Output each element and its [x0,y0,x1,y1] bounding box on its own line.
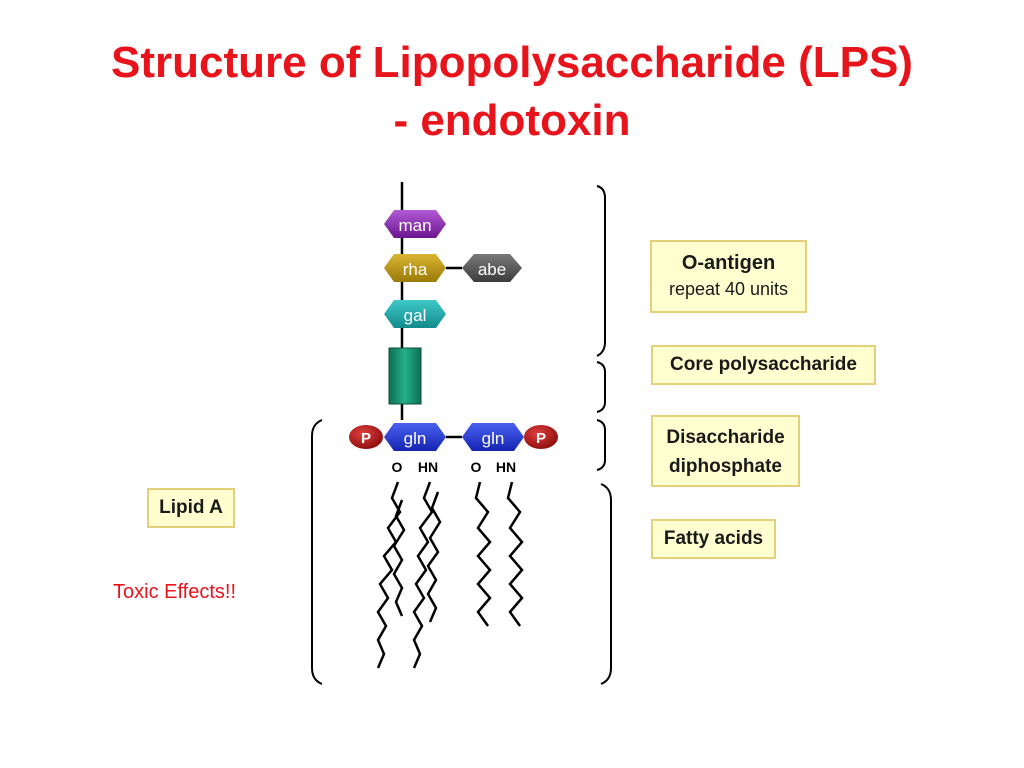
sugar-man: man [384,210,446,238]
brace-fatty-acids [600,483,612,685]
title-line-1: Structure of Lipopolysaccharide (LPS) [111,38,913,87]
label-disaccharide-diphosphate: Disaccharide diphosphate [651,415,800,487]
sugar-gal-label: gal [404,306,427,325]
label-lipid-a: Lipid A [147,488,235,528]
brace-disaccharide [596,419,606,471]
phosphate-left-label: P [361,430,371,447]
atom-o-left: O [392,459,403,475]
phosphate-left: P [349,425,383,449]
label-core-polysaccharide: Core polysaccharide [651,345,876,385]
brace-core [596,361,606,413]
fatty-acid-chain [412,481,434,669]
sugar-gal: gal [384,300,446,328]
phosphate-right-label: P [536,430,546,447]
sugar-gln-left-label: gln [404,429,427,448]
core-block [388,347,422,405]
sugar-abe-label: abe [478,260,506,279]
braces-right [596,185,612,685]
sugar-rha-label: rha [403,260,428,279]
fatty-acid-chains [376,481,524,669]
sugar-rha: rha [384,254,446,282]
label-o-antigen: O-antigen repeat 40 units [650,240,807,313]
label-o-antigen-sub: repeat 40 units [668,279,789,299]
label-o-antigen-title: O-antigen [681,252,776,274]
phosphate-right: P [524,425,558,449]
atom-o-right: O [471,459,482,475]
atom-hn-right: HN [496,459,516,475]
label-disaccharide-line1: Disaccharide [666,427,785,448]
sugar-man-label: man [398,216,431,235]
fatty-acid-chain [474,481,492,627]
atom-hn-left: HN [418,459,438,475]
title-line-2: - endotoxin [393,96,631,145]
sugar-abe: abe [462,254,522,282]
label-core-text: Core polysaccharide [670,354,857,375]
fatty-acid-chain [426,491,442,623]
brace-lipid-a [311,419,323,685]
brace-o-antigen [596,185,606,357]
toxic-effects-annotation: Toxic Effects!! [113,581,237,603]
fatty-acid-chain [376,481,402,669]
label-lipid-a-text: Lipid A [159,497,223,518]
fatty-acid-chain [506,481,524,627]
fatty-acid-chain [392,499,406,617]
sugar-gln-right-label: gln [482,429,505,448]
label-fatty-acids-text: Fatty acids [663,528,764,549]
label-disaccharide-line2: diphosphate [669,456,782,477]
slide-title: Structure of Lipopolysaccharide (LPS) - … [0,34,1024,150]
sugar-gln-left: gln [384,423,446,451]
sugar-gln-right: gln [462,423,524,451]
label-fatty-acids: Fatty acids [651,519,776,559]
